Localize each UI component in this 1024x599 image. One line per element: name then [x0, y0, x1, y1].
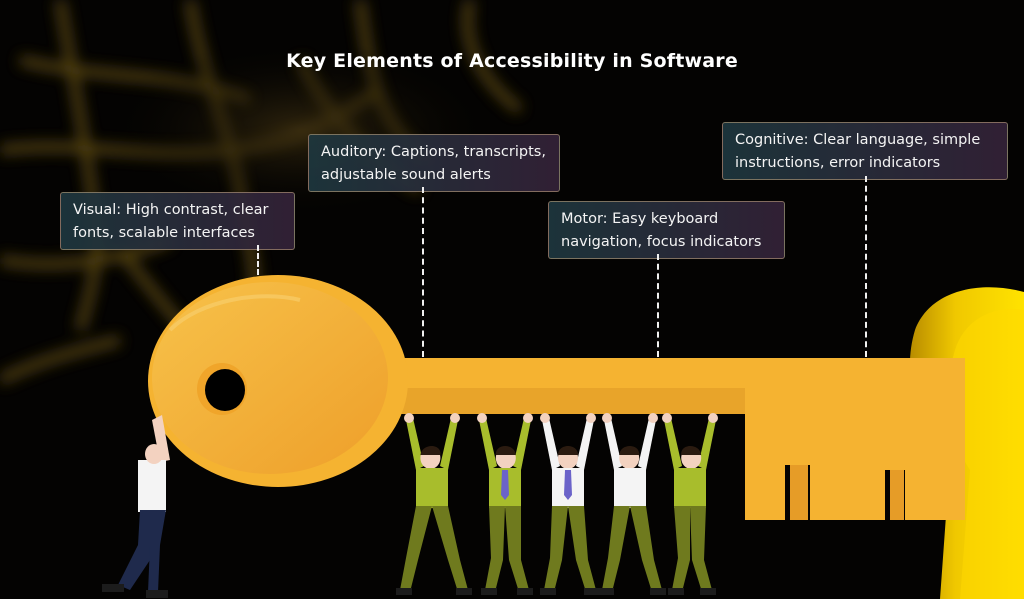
callout-motor-line-2: navigation, focus indicators	[561, 234, 762, 250]
callout-visual-line-1: Visual: High contrast, clear	[73, 202, 269, 218]
callout-cognitive-line-1: Cognitive: Clear language, simple	[735, 132, 981, 148]
callout-cognitive-line-2: instructions, error indicators	[735, 155, 941, 171]
connector-auditory	[422, 187, 424, 357]
lifter-figure	[396, 413, 472, 595]
people-lifting-group	[396, 413, 718, 595]
callout-auditory: Auditory: Captions, transcripts, adjusta…	[308, 134, 560, 192]
callout-visual: Visual: High contrast, clear fonts, scal…	[60, 192, 295, 250]
callout-cognitive: Cognitive: Clear language, simple instru…	[722, 122, 1008, 180]
callout-auditory-line-2: adjustable sound alerts	[321, 167, 491, 183]
callout-auditory-line-1: Auditory: Captions, transcripts,	[321, 144, 546, 160]
page-title: Key Elements of Accessibility in Softwar…	[286, 50, 738, 72]
lifter-figure	[477, 413, 533, 595]
lifter-figure	[662, 413, 718, 595]
lifter-figure	[598, 413, 666, 595]
connector-cognitive	[865, 176, 867, 357]
lifter-figure	[540, 413, 600, 595]
connector-visual	[257, 245, 259, 275]
connector-motor	[657, 254, 659, 357]
person-pushing-figure	[102, 415, 170, 598]
callout-motor-line-1: Motor: Easy keyboard	[561, 211, 719, 227]
callout-visual-line-2: fonts, scalable interfaces	[73, 225, 255, 241]
callout-motor: Motor: Easy keyboard navigation, focus i…	[548, 201, 785, 259]
key-shape	[148, 275, 965, 520]
